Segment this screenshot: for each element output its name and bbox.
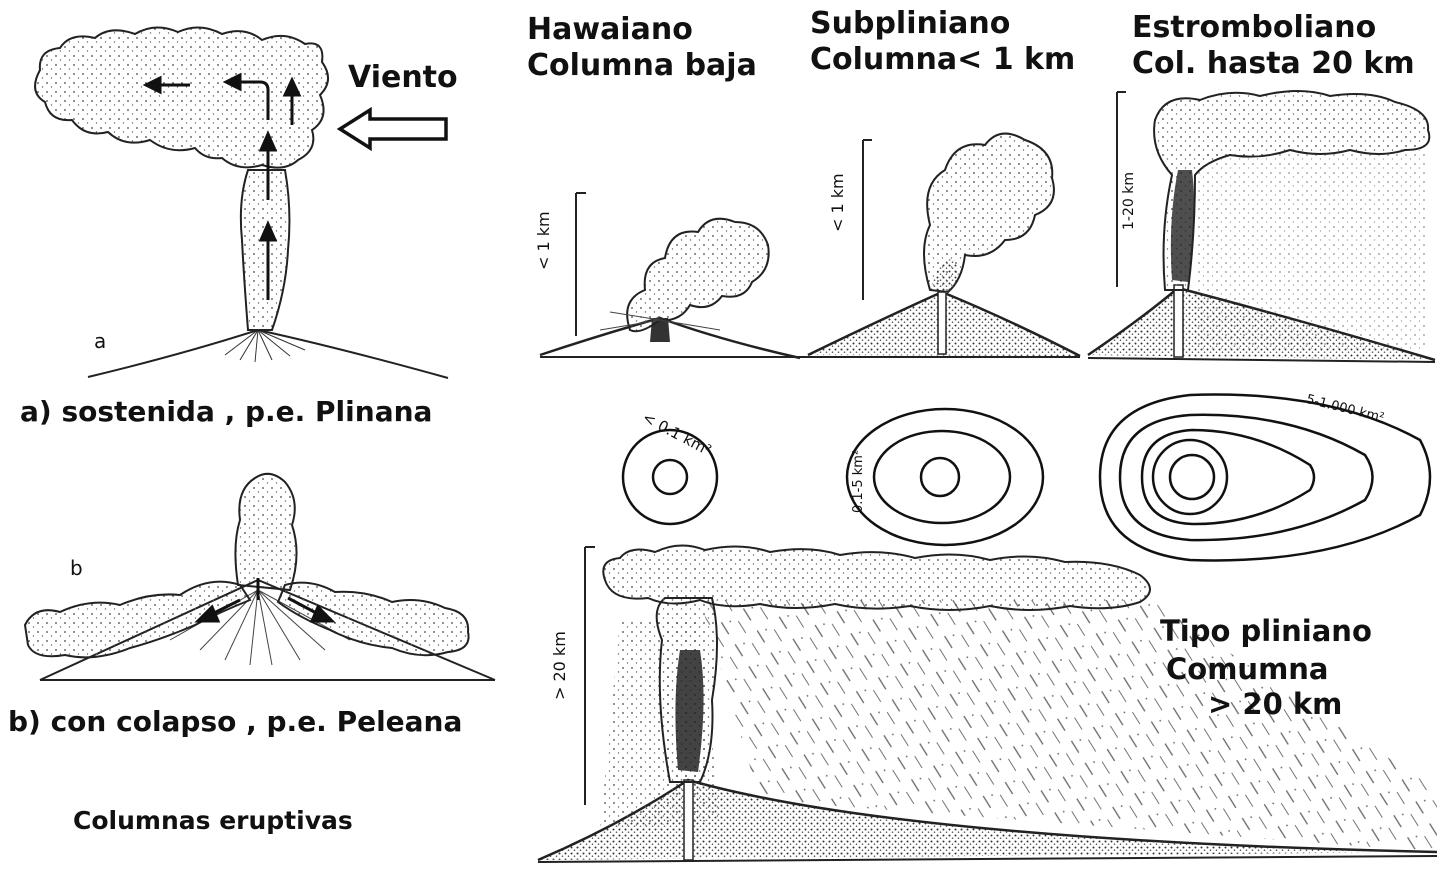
wind-label: Viento: [348, 60, 458, 95]
strombolian-column: Col. hasta 20 km: [1132, 46, 1415, 81]
plinian-scale-label: > 20 km: [550, 631, 569, 700]
subplinian-scale-label: < 1 km: [828, 173, 847, 232]
panel-b-caption: b) con colapso , p.e. Peleana: [8, 705, 463, 738]
hawaiian-header: Hawaiano Columna baja: [527, 12, 757, 84]
plinian-column: Comumna: [1166, 652, 1329, 686]
subplinian-header: Subpliniano Columna< 1 km: [810, 6, 1075, 78]
plinian-column: [537, 544, 1438, 863]
subplinian-type: Subpliniano: [810, 6, 1011, 41]
panel-a-letter: a: [94, 329, 107, 353]
strombolian-scale-label: 1-20 km: [1121, 172, 1137, 230]
hawaiian-scale-label: < 1 km: [534, 211, 553, 270]
strombolian-type: Estromboliano: [1132, 10, 1377, 45]
top-row-columns: [539, 90, 1436, 363]
panel-b-letter: b: [70, 556, 83, 580]
wind-arrow-icon: [336, 106, 448, 152]
panel-a-caption: a) sostenida , p.e. Plinana: [20, 395, 433, 428]
plinian-type: Tipo pliniano: [1160, 614, 1372, 648]
hawaiian-column: Columna baja: [527, 48, 757, 83]
plinian-height: > 20 km: [1208, 687, 1343, 721]
isopach-area-2: 0.1-5 km²: [851, 449, 866, 513]
isopach-maps: [621, 393, 1432, 562]
panel-a-sustained-column: [34, 26, 449, 379]
hawaiian-type: Hawaiano: [527, 12, 693, 47]
diagram-title: Columnas eruptivas: [73, 806, 353, 835]
subplinian-column: Columna< 1 km: [810, 42, 1076, 77]
strombolian-header: Estromboliano Col. hasta 20 km: [1132, 10, 1415, 82]
panel-b-collapse-column: [23, 472, 496, 681]
